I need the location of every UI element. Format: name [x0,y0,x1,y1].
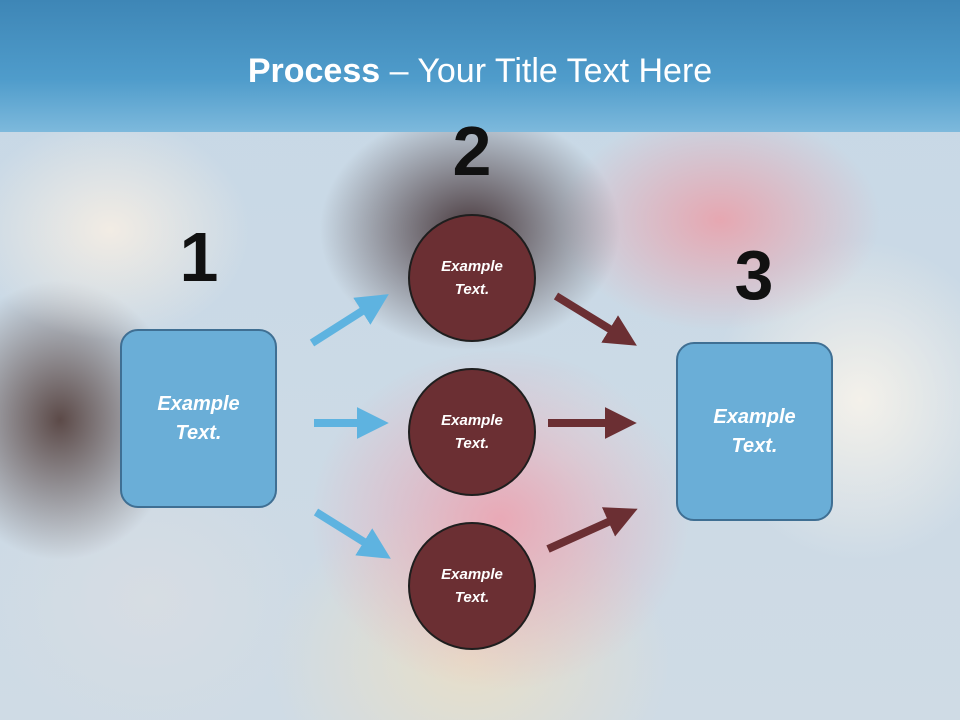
step-1-text-line2: Text. [175,421,222,444]
step-2-circle-1: Example Text. [408,214,536,342]
circle-3-line1: Example [441,566,503,583]
circle-2-line2: Text. [454,435,490,452]
title-rest: – Your Title Text Here [380,52,713,90]
arrow-brown-down [553,292,637,346]
arrow-blue-down [313,508,391,559]
circle-3-line2: Text. [454,589,490,606]
step-3-box: Example Text. [676,342,833,521]
step-3-text-line1: Example [713,405,796,428]
title-bar [0,0,960,132]
arrow-brown-up [546,507,638,553]
step-1-text-line1: Example [157,392,240,415]
slide-title: Process – Your Title Text Here [0,52,960,91]
circle-1-line2: Text. [454,281,490,298]
step-number-3: 3 [734,236,774,314]
step-2-circle-3: Example Text. [408,522,536,650]
circle-1-line1: Example [441,258,503,275]
step-3-text-line2: Text. [731,434,778,457]
step-2-circle-2: Example Text. [408,368,536,496]
arrow-blue-up [309,294,389,347]
title-bold: Process [247,52,381,90]
step-1-box: Example Text. [120,329,277,508]
circle-2-line1: Example [441,412,503,429]
step-number-1: 1 [179,218,219,296]
step-number-2: 2 [452,112,492,190]
